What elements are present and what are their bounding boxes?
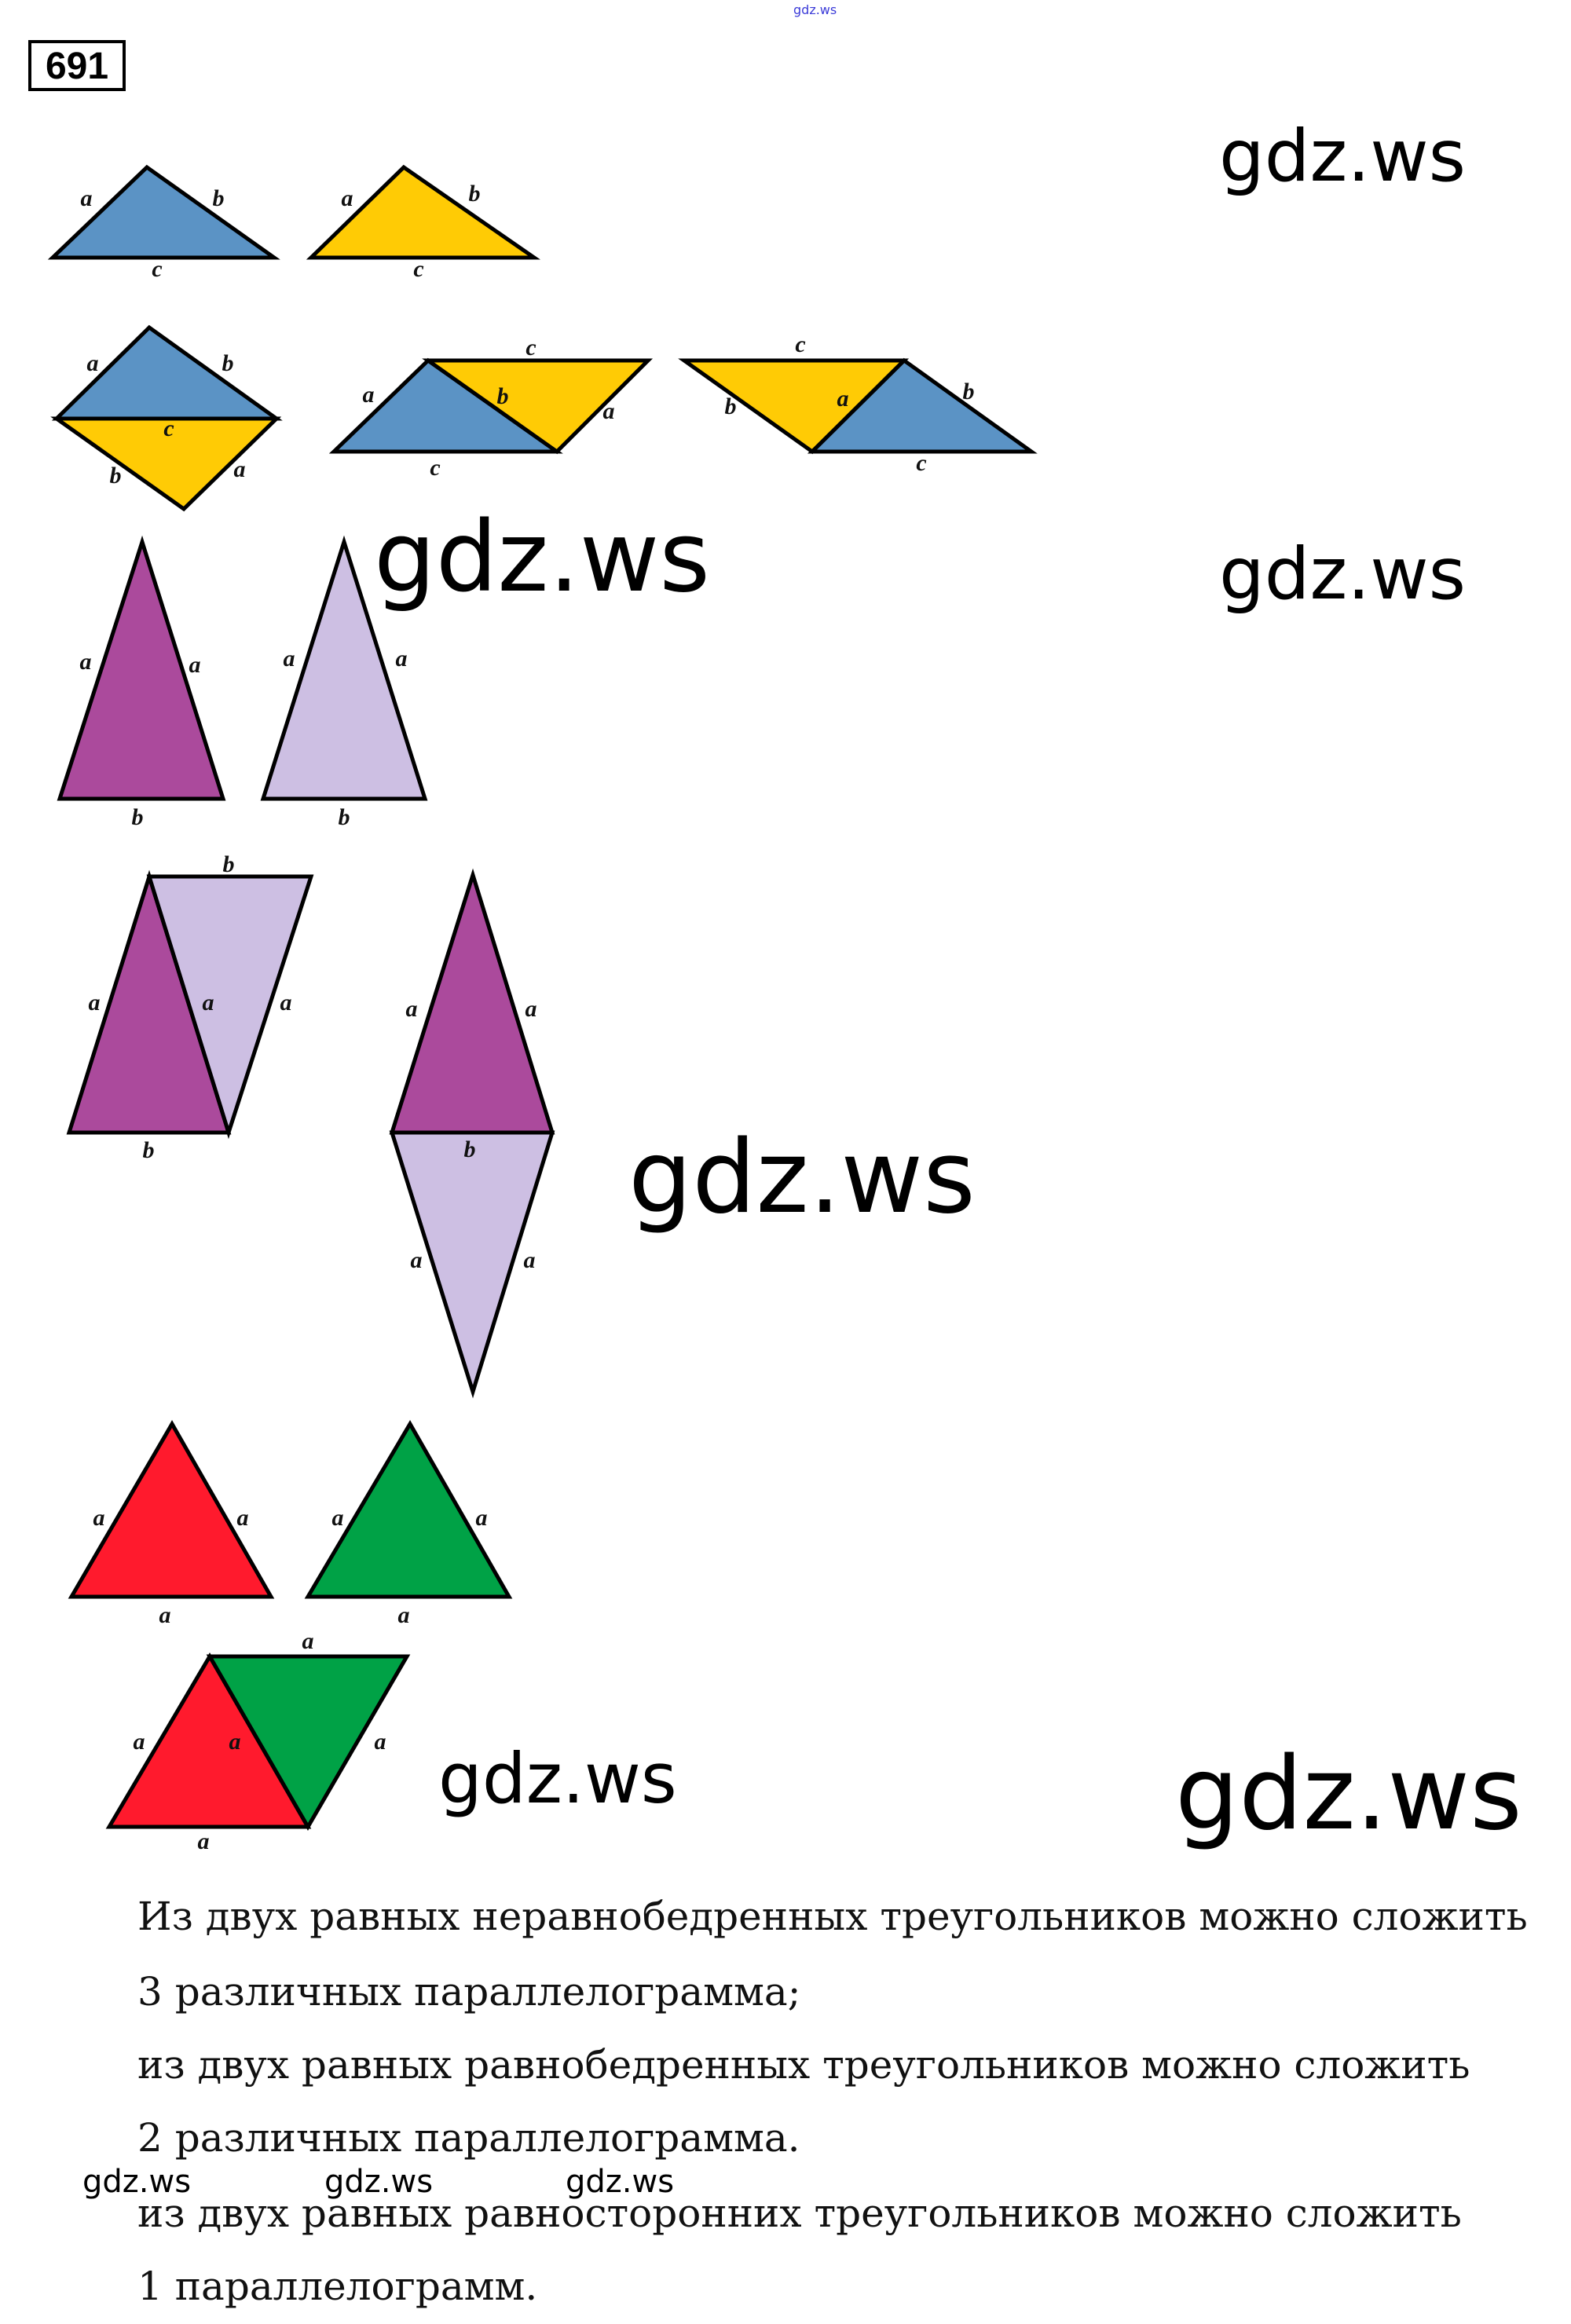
- scalene-triangle-yellow: [422, 358, 654, 455]
- side-label: b: [213, 185, 225, 211]
- watermark: gdz.ws: [374, 501, 710, 614]
- parallelogram-scalene-1: a b c b a: [50, 324, 283, 512]
- side-label: a: [525, 996, 537, 1022]
- watermark: gdz.ws: [324, 2164, 433, 2200]
- side-label: a: [375, 1729, 386, 1755]
- side-label: b: [143, 1137, 155, 1163]
- conclusion-line-4: 2 различных параллелограмма.: [137, 2115, 800, 2161]
- side-label: a: [302, 1628, 314, 1654]
- side-label: b: [339, 804, 350, 830]
- equilateral-triangle-green: [206, 1654, 411, 1831]
- side-label: a: [524, 1247, 536, 1273]
- watermark: gdz.ws: [438, 1738, 677, 1819]
- isosceles-triangle-lavender: [146, 874, 314, 1140]
- isosceles-triangle-purple: [57, 535, 226, 801]
- side-label: b: [464, 1136, 476, 1162]
- parallelogram-isosceles-1: b a a a b: [66, 851, 314, 1163]
- equilateral-triangle-red: [68, 1419, 275, 1599]
- scalene-triangle-yellow: [50, 416, 282, 512]
- side-label: c: [430, 455, 440, 481]
- watermark: gdz.ws: [1219, 533, 1466, 616]
- side-label: b: [497, 383, 509, 409]
- side-label: c: [916, 450, 926, 476]
- side-label: a: [280, 990, 292, 1016]
- watermark: gdz.ws: [1219, 115, 1466, 198]
- side-label: b: [222, 350, 234, 376]
- parallelogram-equilateral: a a a a a: [105, 1628, 411, 1854]
- side-label: c: [795, 331, 805, 357]
- side-label: a: [198, 1828, 210, 1854]
- side-label: a: [332, 1505, 344, 1531]
- task-number-box: [28, 40, 126, 91]
- side-label: a: [342, 185, 353, 211]
- side-label: c: [525, 335, 536, 360]
- side-label: a: [406, 996, 418, 1022]
- side-label: a: [87, 350, 99, 376]
- side-label: a: [134, 1729, 145, 1755]
- side-label: a: [237, 1505, 249, 1531]
- side-label: a: [363, 382, 375, 408]
- equilateral-triangle-green: [304, 1420, 513, 1599]
- side-label: a: [80, 649, 92, 675]
- scalene-triangle-yellow: [306, 164, 540, 260]
- watermark: gdz.ws: [566, 2164, 674, 2200]
- side-label: a: [234, 456, 246, 482]
- side-label: b: [110, 463, 122, 489]
- side-label: a: [203, 990, 214, 1016]
- side-label: a: [189, 652, 201, 678]
- side-label: a: [229, 1729, 241, 1755]
- side-label: a: [837, 386, 849, 412]
- side-label: a: [398, 1602, 410, 1628]
- side-label: b: [725, 393, 737, 419]
- side-label: b: [963, 379, 975, 404]
- side-label: a: [159, 1602, 171, 1628]
- watermark-top: gdz.ws: [793, 2, 837, 17]
- side-label: a: [81, 185, 93, 211]
- watermark: gdz.ws: [82, 2164, 191, 2200]
- scalene-triangle-blue: [807, 357, 1038, 454]
- parallelogram-scalene-3: c b a b c: [678, 331, 1038, 476]
- conclusion-line-5: из двух равных равносторонних треугольни…: [137, 2190, 1462, 2236]
- conclusion-line-3: из двух равных равнобедренных треугольни…: [137, 2042, 1470, 2088]
- side-label: c: [163, 415, 174, 441]
- task-number: 691: [46, 46, 108, 87]
- side-label: c: [413, 256, 423, 282]
- side-label: a: [93, 1505, 105, 1531]
- parallelogram-scalene-2: c a b a c: [328, 335, 654, 481]
- side-label: a: [89, 990, 101, 1016]
- conclusion-line-6: 1 параллелограмм.: [137, 2264, 537, 2309]
- side-label: b: [223, 851, 235, 877]
- side-label: a: [396, 646, 408, 672]
- side-label: b: [132, 804, 144, 830]
- watermark: gdz.ws: [1175, 1736, 1522, 1853]
- side-label: a: [476, 1505, 488, 1531]
- conclusion-line-2: 3 различных параллелограмма;: [137, 1969, 801, 2015]
- isosceles-triangle-lavender: [389, 1130, 555, 1399]
- side-label: b: [469, 181, 481, 207]
- side-label: c: [152, 256, 162, 282]
- side-label: a: [411, 1247, 423, 1273]
- scalene-triangle-blue: [47, 164, 280, 260]
- side-label: a: [603, 398, 615, 424]
- side-label: a: [284, 646, 295, 672]
- watermark: gdz.ws: [628, 1119, 976, 1236]
- isosceles-triangle-lavender: [260, 535, 428, 801]
- parallelogram-isosceles-2: a a b a a: [389, 868, 555, 1399]
- conclusion-line-1: Из двух равных неравнобедренных треуголь…: [137, 1894, 1528, 1939]
